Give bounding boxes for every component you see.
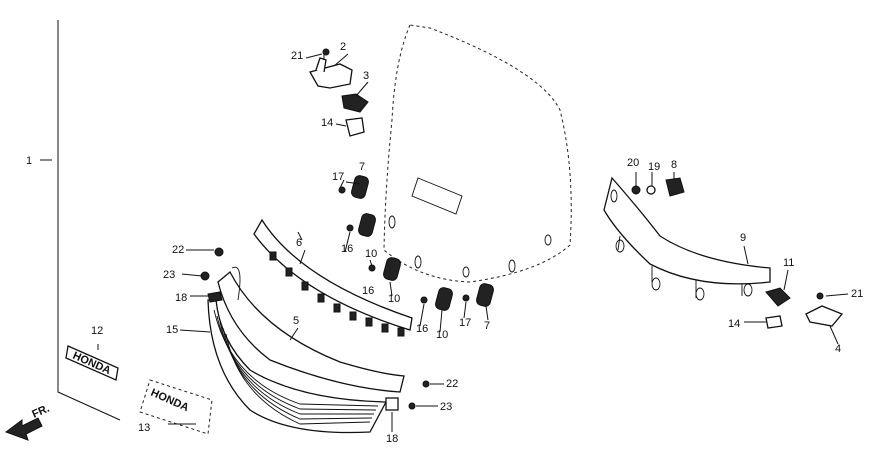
assembly-bracket bbox=[40, 20, 121, 421]
leader-line-14 bbox=[299, 249, 306, 265]
left-hardware bbox=[200, 247, 430, 411]
leader-line-10 bbox=[419, 303, 425, 327]
callout-4: 4 bbox=[835, 343, 841, 355]
leader-line-11 bbox=[439, 309, 443, 333]
callout-17a: 17 bbox=[332, 171, 344, 183]
leader-line-7 bbox=[339, 179, 345, 189]
grille-slat-5 bbox=[225, 333, 371, 425]
leader-line-6 bbox=[344, 231, 351, 253]
emblem-13: HONDA bbox=[139, 379, 213, 435]
callout-14b: 14 bbox=[728, 318, 740, 330]
grille-slat-3 bbox=[219, 321, 374, 415]
rail-tab-7 bbox=[365, 317, 373, 327]
callout-23a: 23 bbox=[163, 269, 175, 281]
callout-23b: 23 bbox=[440, 401, 452, 413]
rail-tab-1 bbox=[269, 251, 277, 261]
callout-22b: 22 bbox=[446, 378, 458, 390]
rail-tab-6 bbox=[349, 311, 357, 321]
callout-6: 6 bbox=[296, 237, 302, 249]
callout-5: 5 bbox=[293, 315, 299, 327]
rail-tab-9 bbox=[397, 327, 405, 337]
callout-21a: 21 bbox=[291, 50, 303, 62]
front-cowl bbox=[217, 266, 405, 393]
callout-8: 8 bbox=[671, 159, 677, 171]
leader-line-1 bbox=[333, 53, 349, 67]
callout-10a: 10 bbox=[365, 248, 377, 260]
callout-20: 20 bbox=[627, 157, 639, 169]
rail-tab-5 bbox=[333, 303, 341, 313]
leader-line-16 bbox=[297, 231, 303, 241]
leader-line-5 bbox=[345, 181, 361, 185]
leader-line-20 bbox=[179, 329, 211, 333]
leader-line-2 bbox=[355, 81, 369, 97]
callout-12: 12 bbox=[91, 325, 103, 337]
emblem-13-text: HONDA bbox=[149, 387, 191, 414]
leader-line-31 bbox=[825, 293, 849, 297]
grille-slat-2 bbox=[216, 315, 377, 411]
leader-line-15 bbox=[289, 327, 299, 341]
grille-slat-1 bbox=[213, 309, 379, 407]
leader-line-33 bbox=[829, 325, 839, 345]
garnish-rail bbox=[253, 218, 413, 337]
callout-16b: 16 bbox=[362, 285, 374, 297]
callout-15: 15 bbox=[166, 324, 178, 336]
leader-line-29 bbox=[743, 245, 749, 265]
callout-7b: 7 bbox=[484, 320, 490, 332]
callout-18b: 18 bbox=[386, 433, 398, 445]
callout-13: 13 bbox=[138, 422, 150, 434]
callout-10c: 10 bbox=[436, 329, 448, 341]
leader-line-3 bbox=[305, 53, 323, 59]
leader-lines bbox=[97, 53, 849, 432]
leader-line-12 bbox=[463, 301, 467, 319]
upper-mount-bracket bbox=[309, 48, 369, 137]
callout-18a: 18 bbox=[175, 292, 187, 304]
callout-2: 2 bbox=[340, 41, 346, 53]
callout-labels: 1 2 3 4 5 6 7 7 8 9 10 10 10 11 12 13 14… bbox=[26, 41, 863, 445]
rear-bracket bbox=[603, 176, 771, 301]
leader-line-8 bbox=[369, 259, 373, 267]
callout-10b: 10 bbox=[388, 293, 400, 305]
callout-19: 19 bbox=[648, 161, 660, 173]
rail-tab-3 bbox=[301, 281, 309, 291]
callout-17b: 17 bbox=[459, 317, 471, 329]
callout-21b: 21 bbox=[851, 288, 863, 300]
leader-line-30 bbox=[783, 269, 789, 291]
callout-3: 3 bbox=[363, 70, 369, 82]
front-direction-label: FR. bbox=[30, 403, 51, 421]
leader-line-18 bbox=[181, 273, 203, 277]
callout-11: 11 bbox=[783, 257, 794, 269]
rail-tab-2 bbox=[285, 267, 293, 277]
callout-22a: 22 bbox=[172, 244, 184, 256]
windscreen bbox=[383, 24, 572, 283]
callout-16c: 16 bbox=[416, 323, 428, 335]
front-direction-arrow: FR. bbox=[4, 403, 51, 441]
emblem-12: HONDA bbox=[65, 345, 119, 381]
callout-1: 1 bbox=[26, 155, 32, 167]
callout-16a: 16 bbox=[341, 243, 353, 255]
leader-line-4 bbox=[335, 123, 347, 127]
rear-hardware bbox=[631, 177, 844, 329]
rail-tab-4 bbox=[317, 293, 325, 303]
leader-line-9 bbox=[389, 281, 393, 297]
rail-tab-8 bbox=[381, 323, 389, 333]
leader-line-13 bbox=[485, 305, 489, 321]
emblem-12-text: HONDA bbox=[71, 350, 113, 377]
callout-14a: 14 bbox=[321, 117, 333, 129]
callout-7a: 7 bbox=[359, 161, 365, 173]
front-grille bbox=[207, 299, 388, 434]
grommet-group bbox=[338, 175, 494, 311]
grille-slat-4 bbox=[222, 327, 373, 420]
callout-9: 9 bbox=[740, 232, 746, 244]
